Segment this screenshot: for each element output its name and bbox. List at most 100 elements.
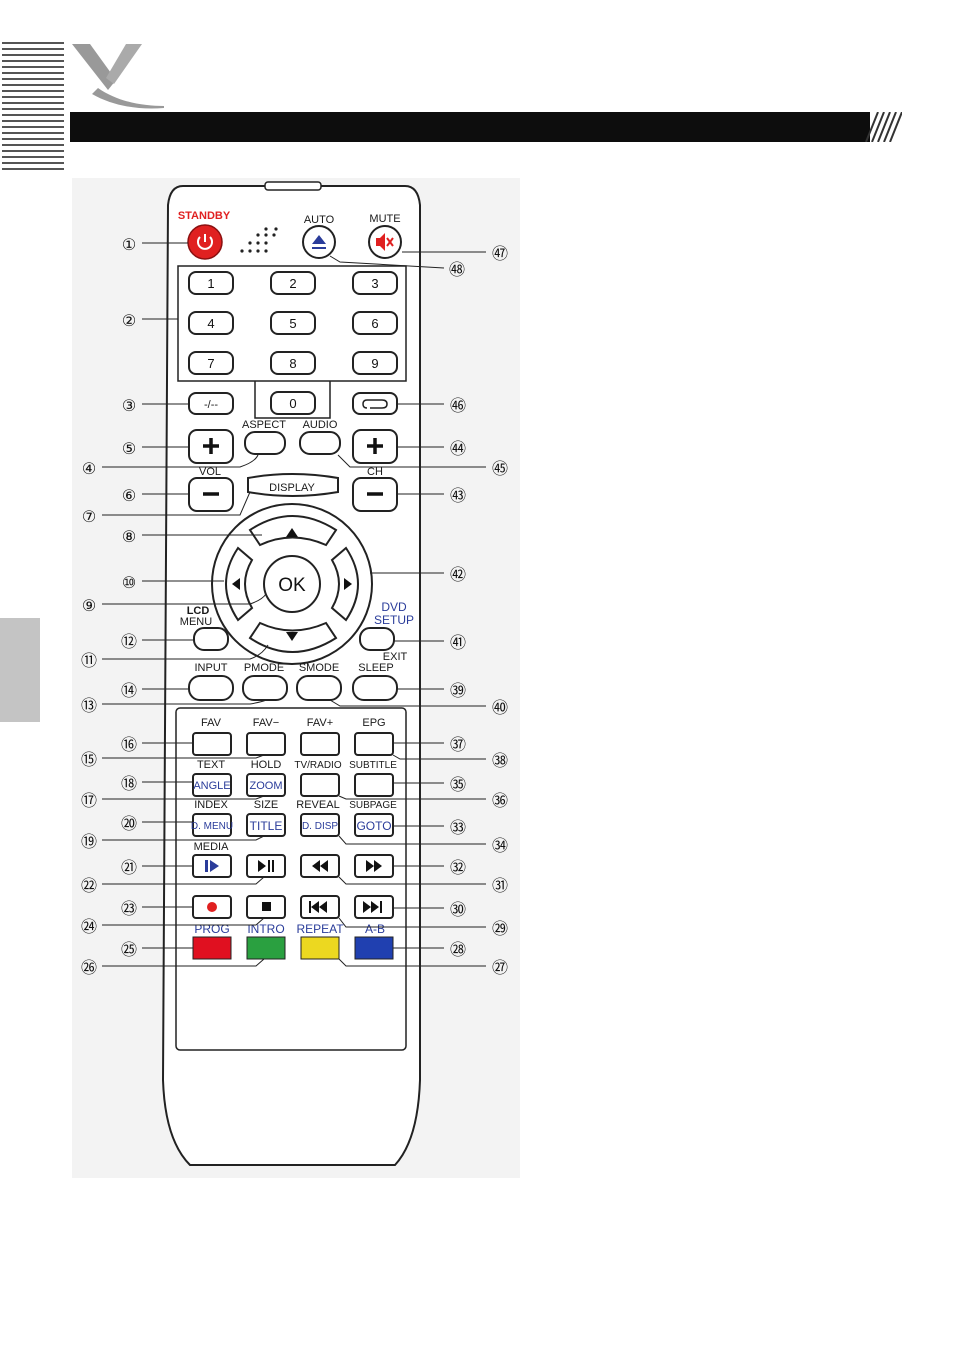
repeat-loop-button[interactable]	[352, 392, 398, 415]
smode-label: SMODE	[299, 662, 339, 674]
angle-label: ANGLE	[193, 780, 230, 792]
setup-label: SETUP	[374, 613, 414, 627]
lower-panel-frame	[175, 707, 407, 1051]
callout-28: ㉘	[450, 941, 466, 959]
speaker-dots	[240, 227, 278, 253]
callout-22: ㉒	[81, 877, 97, 895]
ok-button[interactable]	[263, 555, 321, 613]
callout-8: ⑧	[122, 529, 136, 546]
digit-5-button[interactable]	[270, 311, 316, 335]
epg-button[interactable]	[354, 732, 394, 756]
aspect-button[interactable]	[244, 431, 286, 455]
digit-6-button[interactable]	[352, 311, 398, 335]
left-arrow-icon	[232, 578, 240, 590]
plus-icon	[367, 438, 383, 454]
dvd-setup-button[interactable]	[359, 627, 395, 651]
pmode-button[interactable]	[242, 675, 288, 701]
intro-green-button[interactable]	[246, 936, 286, 960]
callout-6: ⑥	[122, 488, 136, 505]
input-button[interactable]	[188, 675, 234, 701]
dmenu-button[interactable]	[192, 813, 232, 837]
up-arrow-icon	[286, 528, 298, 537]
digit-8-button[interactable]	[270, 351, 316, 375]
angle-button[interactable]	[192, 773, 232, 797]
callout-44: ㊹	[450, 440, 466, 458]
callout-32: ㉜	[450, 859, 466, 877]
digit-7-button[interactable]	[188, 351, 234, 375]
subtitle-button[interactable]	[354, 773, 394, 797]
standby-label: STANDBY	[178, 210, 231, 222]
digit-0-button[interactable]	[270, 391, 316, 415]
fav-button[interactable]	[192, 732, 232, 756]
display-button[interactable]	[247, 473, 339, 497]
reveal-label: REVEAL	[296, 799, 339, 811]
goto-button[interactable]	[354, 813, 394, 837]
media-label: MEDIA	[194, 841, 230, 853]
callout-7: ⑦	[82, 509, 96, 526]
fav-plus-button[interactable]	[300, 732, 340, 756]
repeat-label: REPEAT	[296, 922, 344, 936]
callout-2: ②	[122, 313, 136, 330]
subtitle-label: SUBTITLE	[349, 760, 397, 771]
digit-2-button[interactable]	[270, 271, 316, 295]
play-pause-icon	[258, 860, 274, 872]
digit-9-label: 9	[371, 356, 378, 371]
repeat-yellow-button[interactable]	[300, 936, 340, 960]
callout-38: ㊳	[492, 752, 508, 770]
digit-5-label: 5	[289, 316, 296, 331]
index-label: INDEX	[194, 799, 228, 811]
lcd-label: LCD	[187, 605, 210, 617]
down-arrow-icon	[286, 632, 298, 641]
subpage-label: SUBPAGE	[349, 800, 397, 811]
fav-minus-label: FAV−	[253, 717, 279, 729]
eject-icon	[312, 235, 326, 249]
pmode-label: PMODE	[244, 662, 284, 674]
remote-top-notch	[264, 181, 322, 191]
goto-label: GOTO	[356, 819, 391, 833]
tvradio-label: TV/RADIO	[294, 760, 341, 771]
callout-11: ⑪	[81, 652, 97, 670]
header-stripes	[2, 42, 64, 172]
title-button[interactable]	[246, 813, 286, 837]
digit-4-label: 4	[207, 316, 214, 331]
ab-blue-button[interactable]	[354, 936, 394, 960]
digit-0-label: 0	[289, 396, 296, 411]
digit-4-button[interactable]	[188, 311, 234, 335]
ok-label: OK	[278, 575, 306, 596]
step-icon	[205, 860, 219, 872]
plus-icon	[203, 438, 219, 454]
ab-label: A-B	[365, 922, 385, 936]
epg-label: EPG	[362, 717, 385, 729]
fav-minus-button[interactable]	[246, 732, 286, 756]
digit-1-button[interactable]	[188, 271, 234, 295]
dvd-label: DVD	[381, 600, 407, 614]
ddisp-button[interactable]	[300, 813, 340, 837]
input-label: INPUT	[195, 662, 228, 674]
smode-button[interactable]	[296, 675, 342, 701]
callout-17: ⑰	[81, 792, 97, 810]
mute-icon	[376, 233, 385, 251]
callout-46: ㊻	[450, 397, 466, 415]
callout-36: ㊱	[492, 792, 508, 810]
sleep-button[interactable]	[352, 675, 398, 701]
loop-icon	[362, 399, 388, 409]
digit-6-label: 6	[371, 316, 378, 331]
sleep-label: SLEEP	[358, 662, 393, 674]
lcd-menu-button[interactable]	[193, 627, 229, 651]
ch-label: CH	[367, 466, 383, 478]
tvradio-button[interactable]	[300, 773, 340, 797]
callout-27: ㉗	[492, 959, 508, 977]
callout-15: ⑮	[81, 751, 97, 769]
hold-label: HOLD	[251, 759, 282, 771]
callout-39: ㊴	[450, 682, 466, 700]
digit-9-button[interactable]	[352, 351, 398, 375]
digit-3-button[interactable]	[352, 271, 398, 295]
numpad-frame	[177, 265, 407, 382]
audio-button[interactable]	[299, 431, 341, 455]
prog-red-button[interactable]	[192, 936, 232, 960]
fast-forward-icon	[366, 860, 382, 872]
callout-30: ㉚	[450, 901, 466, 919]
zoom-button[interactable]	[246, 773, 286, 797]
digit-1-label: 1	[207, 276, 214, 291]
callout-3: ③	[122, 398, 136, 415]
